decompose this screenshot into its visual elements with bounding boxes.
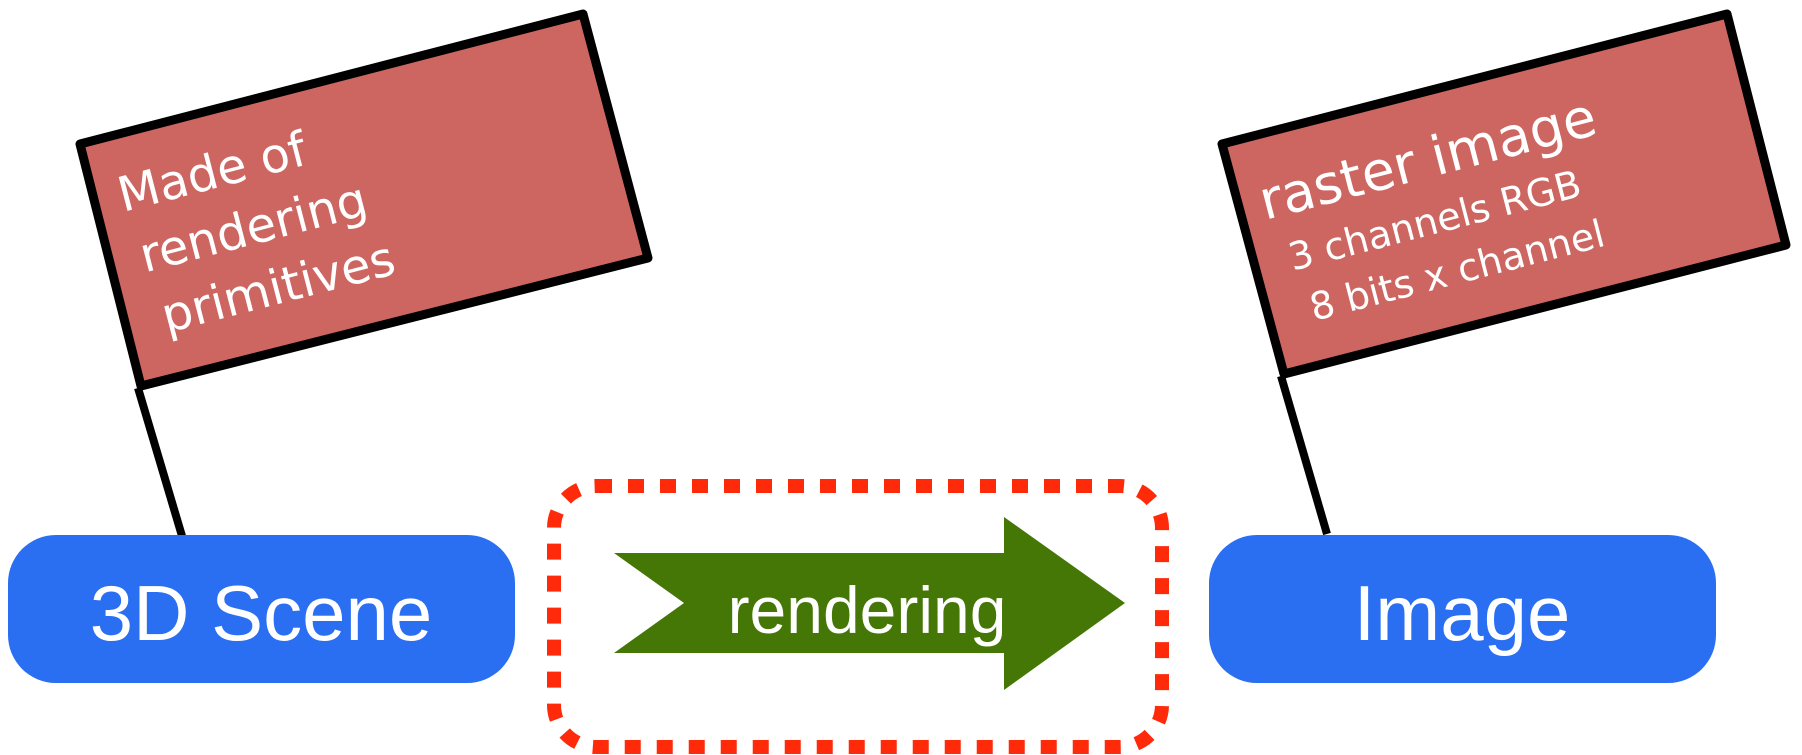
rendering-arrow-shape	[614, 517, 1125, 690]
rendering-arrow: rendering	[614, 517, 1125, 690]
left-flag-banner	[75, 9, 653, 391]
image-box	[1209, 535, 1716, 683]
left-flag: Made of rendering primitives	[75, 9, 653, 538]
image-label: Image	[1354, 569, 1571, 657]
scene-label: 3D Scene	[90, 569, 433, 657]
rendering-label: rendering	[728, 573, 1007, 647]
scene-box	[8, 535, 515, 683]
right-flag-pole	[1277, 374, 1331, 536]
left-flag-pole	[134, 386, 186, 538]
right-flag: raster image 3 channels RGB 8 bits x cha…	[1217, 9, 1791, 536]
image-node: Image	[1209, 535, 1716, 683]
right-flag-banner	[1217, 9, 1791, 379]
rendering-dotted-border	[547, 479, 1169, 754]
scene-node: 3D Scene	[8, 535, 515, 683]
